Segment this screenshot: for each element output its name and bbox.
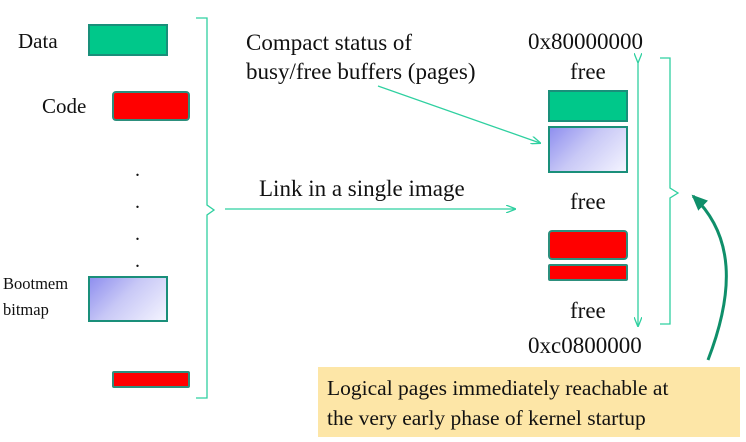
status-arrow xyxy=(377,85,540,143)
note-line-2: the very early phase of kernel startup xyxy=(327,406,646,430)
bootmem-label: Bootmem xyxy=(3,274,69,293)
top-address: 0x80000000 xyxy=(528,29,643,54)
bottom-address: 0xc0800000 xyxy=(528,333,642,358)
ellipsis-dot-1: . xyxy=(135,159,140,181)
data-label: Data xyxy=(18,29,58,53)
bitmap-label: bitmap xyxy=(3,300,49,319)
free-label-middle: free xyxy=(570,189,606,214)
ellipsis-dot-2: . xyxy=(135,191,140,213)
note-box: Logical pages immediately reachable at t… xyxy=(318,367,740,437)
note-line-1: Logical pages immediately reachable at xyxy=(327,376,669,400)
status-caption-line1: Compact status of xyxy=(246,30,413,55)
link-caption: Link in a single image xyxy=(259,176,465,201)
status-caption-line2: busy/free buffers (pages) xyxy=(246,59,476,84)
image-small-code-block xyxy=(548,264,628,281)
ellipsis-dot-4: . xyxy=(135,250,140,272)
note-arrow xyxy=(691,194,728,361)
code-label: Code xyxy=(42,94,87,118)
code-block xyxy=(112,91,190,121)
image-data-block xyxy=(548,90,628,122)
left-bracket xyxy=(196,17,216,399)
left-bottom-code-block xyxy=(112,371,190,388)
image-code-block xyxy=(548,230,628,260)
right-bracket xyxy=(660,57,680,325)
data-block xyxy=(88,24,168,56)
image-bitmap-block xyxy=(548,126,628,173)
free-label-bottom: free xyxy=(570,298,606,323)
bootmem-bitmap-block xyxy=(88,276,168,322)
free-label-top: free xyxy=(570,59,606,84)
ellipsis-dot-3: . xyxy=(135,223,140,245)
